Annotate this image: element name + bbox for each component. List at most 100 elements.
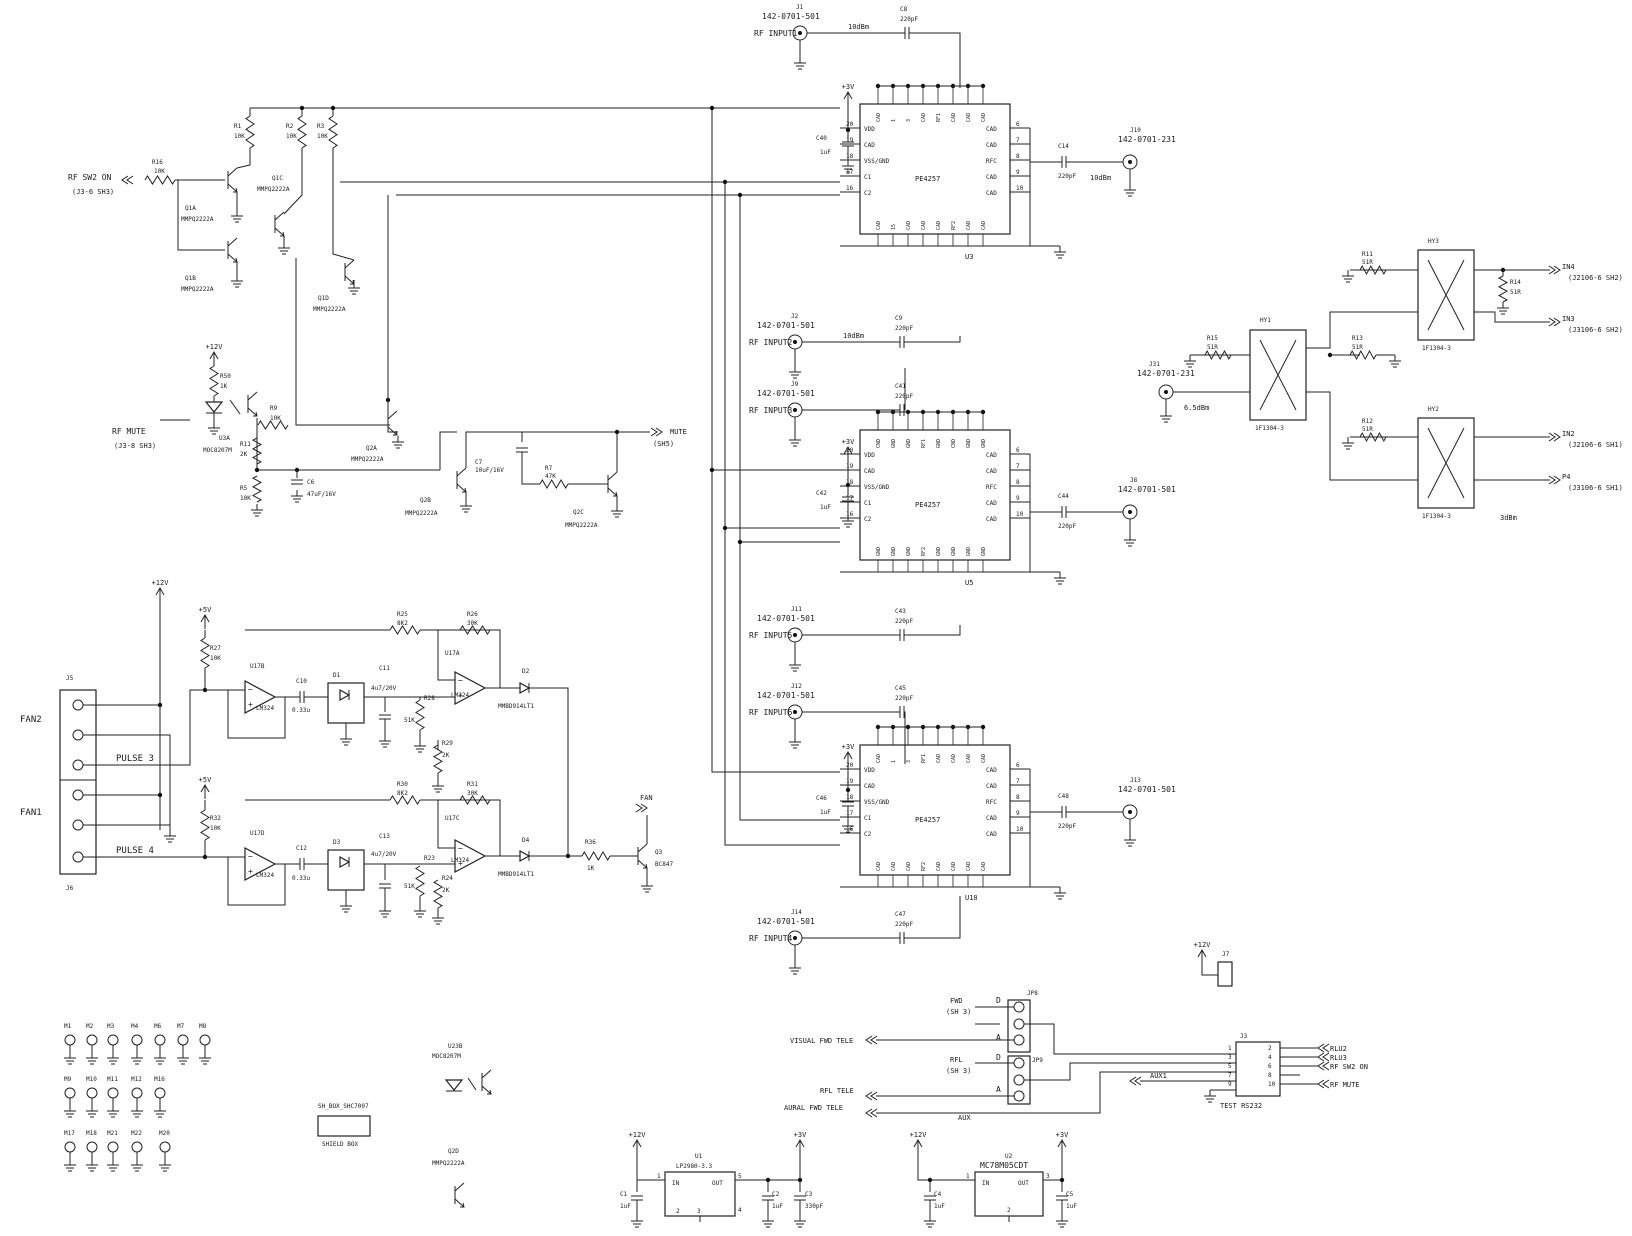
net-arrow-icon (1129, 1076, 1137, 1086)
transistor-ref-label: Q1D (318, 295, 329, 302)
pulse3-label: PULSE 3 (116, 754, 154, 764)
chip-pin-name: CAD (981, 862, 987, 871)
collector (227, 167, 238, 177)
opamp-minus: − (248, 852, 253, 861)
cap-value-label: 220pF (895, 393, 913, 400)
resistor-icon (1497, 275, 1509, 303)
ground-icon (107, 1105, 119, 1118)
capacitor-icon (899, 932, 905, 944)
connector-ref-label: J31 (1149, 361, 1160, 368)
rail-label: +12V (910, 1131, 928, 1139)
emitter (227, 183, 238, 193)
power-rail-icon (200, 783, 210, 799)
chip-pin-name: CAD (864, 468, 875, 475)
npn-transistor-icon (454, 1182, 465, 1208)
fwd-net-label: FWD (950, 997, 963, 1005)
wire (711, 108, 840, 773)
resistor-value-label: 10K (154, 168, 165, 175)
transistor-ref-label: Q2C (573, 509, 584, 516)
opamp-ref-label: U17C (445, 815, 460, 822)
capacitor-icon (899, 706, 905, 718)
power-rail-icon (209, 350, 219, 366)
ground-icon (86, 1105, 98, 1118)
chip-pin-name: VDD (864, 767, 875, 774)
cap-value-label: 1uF (620, 1203, 631, 1210)
chip-pin-number: 8 (1016, 153, 1020, 160)
opto-part-label: MOC8207M (432, 1053, 461, 1060)
chip-pin-name: 1 (891, 119, 897, 122)
collector (637, 843, 648, 853)
emitter (344, 275, 355, 285)
net-arrow-icon (1548, 317, 1556, 327)
mount-hole-icon (107, 1087, 119, 1099)
output-net-label: IN3 (1562, 315, 1575, 323)
cap-value-label: 0.33u (292, 875, 310, 882)
opamp-body (454, 839, 487, 873)
resistor-ref-label: R27 (210, 645, 221, 652)
chip-ref-label: U10 (965, 894, 978, 902)
resistor-value-label: 51R (1362, 426, 1373, 433)
connector-ref-label: J1 (796, 4, 804, 11)
ground-icon (278, 242, 290, 255)
capacitor-icon (1061, 806, 1067, 818)
chip-pin-number: 10 (1016, 511, 1024, 518)
rf-input-connector-icon (1158, 384, 1174, 400)
mount-hole-icon (86, 1141, 98, 1153)
chip-pin-name: C1 (864, 500, 872, 507)
hybrid-coupler-icon (1417, 249, 1475, 341)
chip-pin-number: 10 (1016, 826, 1024, 833)
wire (876, 1071, 1236, 1114)
connector-part-label: 142-0701-501 (762, 12, 820, 21)
resistor-icon (209, 365, 219, 397)
cap-ref-label: C3 (805, 1191, 813, 1198)
ground-icon (64, 1159, 76, 1172)
cap-value-label: 220pF (895, 325, 913, 332)
resistor-icon (200, 637, 210, 669)
connector-part-label: 142-0701-501 (757, 614, 815, 623)
rf-output-connector-icon (1122, 804, 1138, 820)
hybrid-ref-label: HY2 (1428, 406, 1439, 413)
rf-output-connector-icon (1122, 154, 1138, 170)
chip-pin-name: CAD (864, 783, 875, 790)
npn-transistor-icon (637, 843, 648, 869)
chip-pin-name: VDD (864, 126, 875, 133)
ground-icon (924, 1215, 936, 1228)
resistor-value-label: 47K (545, 473, 556, 480)
diode-ref-label: D1 (333, 672, 341, 679)
collector (227, 237, 238, 247)
connector-ref-label: J14 (791, 909, 802, 916)
chip-ref-label: U3 (965, 253, 973, 261)
resistor-ref-label: R29 (442, 740, 453, 747)
wire (1024, 1023, 1236, 1055)
power-rail-icon (843, 445, 853, 461)
net-arrow-icon (635, 803, 643, 813)
chip-pin-name: CAD (986, 126, 997, 133)
cap-value-label: 1uF (820, 149, 831, 156)
net-arrow-icon (1548, 432, 1556, 442)
cap-ref-label: C1 (620, 1191, 628, 1198)
ground-icon (842, 820, 854, 833)
shield-box-label: SHIELD BOX (322, 1141, 359, 1148)
cap-ref-label: C12 (296, 845, 307, 852)
shield-ref-label: SH_BOX_SHC7007 (318, 1103, 369, 1110)
resistor-icon (1204, 349, 1232, 361)
chip-pin-number: 17 (846, 810, 854, 817)
opamp-minus: − (248, 685, 253, 694)
wire (83, 734, 171, 830)
rail-label: +3V (842, 438, 855, 446)
rail-label: +12V (1194, 941, 1212, 949)
diode-body (519, 849, 531, 863)
transistor-ref-label: Q1C (272, 175, 283, 182)
collector (454, 1182, 465, 1192)
chip-pin-name: CAD (981, 754, 987, 763)
net-ref-label: (J3-8 SH3) (114, 442, 156, 450)
net-arrow-icon (870, 1035, 878, 1045)
ground-icon (1497, 302, 1509, 315)
coax-pin (793, 340, 797, 344)
chip-pin-name: RF1 (936, 113, 942, 122)
cap-ref-label: C7 (475, 459, 483, 466)
resistor-ref-label: R13 (1352, 335, 1363, 342)
chip-pin-name: CAD (951, 113, 957, 122)
chip-pin-name: CAD (986, 142, 997, 149)
regulator-part-label: MC78M05CDT (980, 1161, 1028, 1170)
